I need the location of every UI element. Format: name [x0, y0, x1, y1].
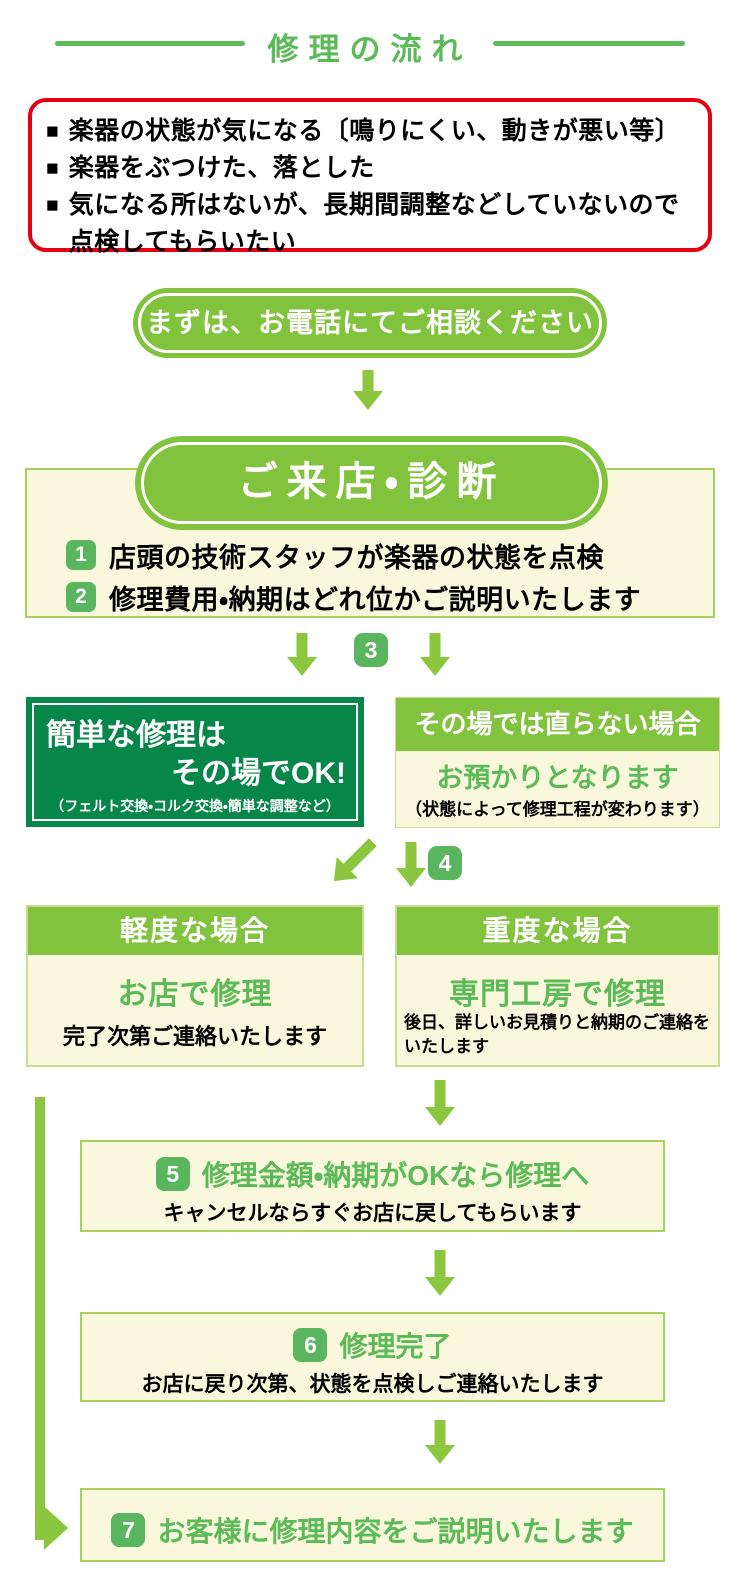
- step5-title-row: 5 修理金額・納期がOKなら修理へ: [82, 1154, 663, 1194]
- heavy-case-box: 重度な場合 専門工房で修理 後日、詳しいお見積りと納期のご連絡をいたします: [395, 905, 720, 1067]
- concern-text: 楽器の状態が気になる〔鳴りにくい、動きが悪い等〕: [68, 117, 681, 145]
- onspot-note: （フェルト交換・コルク交換・簡単な調整など）: [50, 798, 340, 814]
- visit-step-row: 1 店頭の技術スタッフが楽器の状態を点検: [66, 538, 686, 573]
- down-arrow-icon: [287, 633, 317, 677]
- step7-title-row: 7 お客様に修理内容をご説明いたします: [82, 1510, 663, 1550]
- down-arrow-icon: [425, 1250, 455, 1298]
- step7-box: 7 お客様に修理内容をご説明いたします: [80, 1488, 665, 1562]
- phone-consult-label: まずは、お電話にてご相談ください: [146, 308, 594, 338]
- concern-item: ■ 楽器の状態が気になる〔鳴りにくい、動きが悪い等〕: [46, 113, 692, 150]
- step-number-badge: 5: [155, 1157, 190, 1191]
- step-number-badge: 7: [111, 1513, 146, 1547]
- not-fixed-main: お預かりとなります: [436, 763, 679, 793]
- down-arrow-icon: [425, 1420, 455, 1466]
- step-number-badge: 6: [293, 1328, 328, 1362]
- step5-title: 修理金額・納期がOKなら修理へ: [201, 1160, 590, 1191]
- light-case-main: お店で修理: [117, 978, 273, 1011]
- concern-text: 気になる所はないが、長期間調整などしていないので点検してもらいたい: [68, 191, 680, 256]
- step-number-badge: 3: [354, 633, 388, 667]
- concern-item: ■ 楽器をぶつけた、落とした: [46, 150, 692, 187]
- connector-line: [35, 1097, 45, 1540]
- title-decorative-line-left: [55, 41, 245, 46]
- step7-title: お客様に修理内容をご説明いたします: [157, 1516, 634, 1547]
- right-arrowhead-icon: [44, 1506, 68, 1550]
- onspot-line2: その場でOK!: [171, 757, 346, 790]
- light-case-box: 軽度な場合 お店で修理 完了次第ご連絡いたします: [26, 905, 364, 1067]
- visit-diagnosis-header-pill: ご来店・診断: [135, 436, 608, 530]
- light-case-note: 完了次第ご連絡いたします: [62, 1024, 327, 1049]
- step5-note: キャンセルならすぐお店に戻してもらいます: [163, 1202, 582, 1225]
- step-number-badge: 2: [66, 582, 96, 612]
- simple-repair-onspot-box: 簡単な修理は その場でOK! （フェルト交換・コルク交換・簡単な調整など）: [26, 697, 364, 827]
- visit-step-text: 修理費用・納期はどれ位かご説明いたします: [109, 584, 642, 615]
- step5-box: 5 修理金額・納期がOKなら修理へ キャンセルならすぐお店に戻してもらいます: [80, 1140, 665, 1232]
- phone-consult-pill: まずは、お電話にてご相談ください: [133, 288, 607, 358]
- not-fixed-header: その場では直らない場合: [396, 698, 719, 751]
- not-fixed-onspot-box: その場では直らない場合 お預かりとなります （状態によって修理工程が変わります）: [395, 697, 720, 828]
- heavy-case-note: 後日、詳しいお見積りと納期のご連絡をいたします: [404, 1013, 710, 1056]
- square-bullet-icon: ■: [46, 120, 59, 143]
- square-bullet-icon: ■: [46, 194, 59, 217]
- down-arrow-icon: [420, 633, 450, 677]
- visit-step-row: 2 修理費用・納期はどれ位かご説明いたします: [66, 580, 686, 615]
- step-number-badge: 1: [66, 540, 96, 570]
- step6-title: 修理完了: [339, 1331, 452, 1362]
- heavy-case-main: 専門工房で修理: [449, 978, 666, 1011]
- down-arrow-icon: [353, 370, 383, 412]
- visit-diagnosis-title: ご来店・診断: [237, 460, 506, 504]
- heavy-case-header: 重度な場合: [397, 907, 718, 955]
- light-case-header: 軽度な場合: [28, 907, 362, 955]
- concern-text: 楽器をぶつけた、落とした: [68, 154, 375, 182]
- concerns-box: ■ 楽器の状態が気になる〔鳴りにくい、動きが悪い等〕 ■ 楽器をぶつけた、落とし…: [28, 98, 712, 256]
- diagonal-down-left-arrow-icon: [323, 832, 384, 893]
- square-bullet-icon: ■: [46, 157, 59, 180]
- concern-item: ■ 気になる所はないが、長期間調整などしていないので点検してもらいたい: [46, 187, 692, 261]
- visit-step-text: 店頭の技術スタッフが楽器の状態を点検: [109, 542, 604, 573]
- step6-title-row: 6 修理完了: [82, 1325, 663, 1365]
- step6-note: お店に戻り次第、状態を点検しご連絡いたします: [141, 1373, 604, 1396]
- down-arrow-icon: [425, 1080, 455, 1128]
- not-fixed-note: （状態によって修理工程が変わります）: [405, 800, 710, 819]
- down-arrow-icon: [396, 842, 426, 888]
- onspot-line1: 簡単な修理は: [46, 719, 226, 752]
- box-inner-ring: [32, 703, 358, 821]
- step6-box: 6 修理完了 お店に戻り次第、状態を点検しご連絡いたします: [80, 1312, 665, 1402]
- title-decorative-line-right: [493, 41, 685, 46]
- step-number-badge: 4: [428, 846, 462, 880]
- page-title: 修理の流れ: [267, 32, 473, 67]
